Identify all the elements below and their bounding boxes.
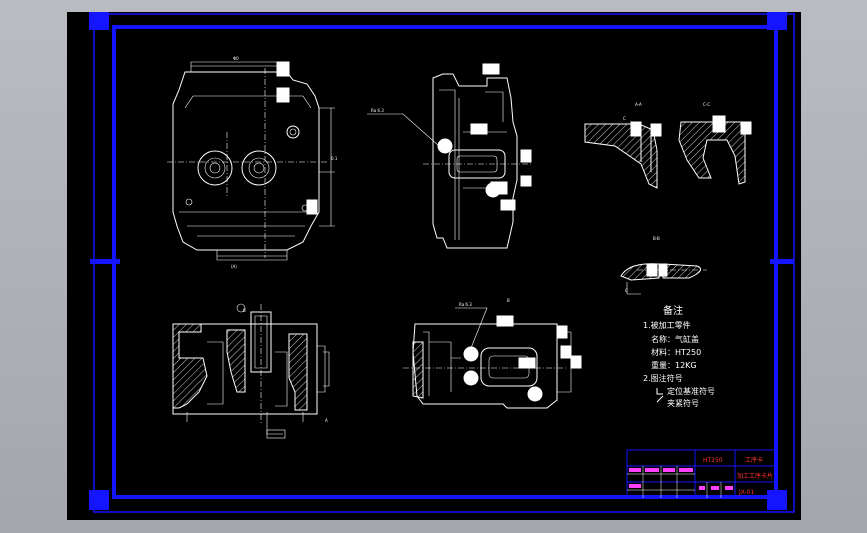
svg-text:Φ0: Φ0	[233, 56, 239, 61]
title-block: HT250 工序卡 加工工序卡片 JX-01	[626, 449, 776, 499]
bottom-section-view: B A	[172, 303, 330, 439]
notes-name: 名称：气缸盖	[651, 334, 699, 344]
center-mark-right	[770, 259, 794, 264]
section-a: A-A C	[584, 102, 662, 189]
svg-text:A: A	[325, 418, 328, 423]
border-frame	[89, 12, 795, 513]
notes-heading: 备注	[663, 304, 683, 317]
notes-weight: 重量：12KG	[651, 360, 697, 370]
bottom-plan-view: Ra 6.3 B	[403, 298, 582, 409]
notes-symbol-clamping: 夹紧符号	[667, 398, 699, 408]
svg-text:(A): (A)	[231, 264, 237, 269]
corner-mark-br	[767, 490, 787, 510]
drawing-sheet: Φ0 0.1 (A) Ra 6.3 A-A C C-C	[67, 12, 801, 520]
section-b: B-B C	[620, 236, 707, 295]
notes-item2: 2.图注符号	[643, 373, 683, 383]
locating-symbol-icon	[656, 388, 663, 395]
clamping-symbol-icon	[656, 395, 664, 403]
svg-text:A-A: A-A	[635, 102, 642, 107]
svg-text:C: C	[625, 288, 628, 293]
locator-pin-5	[527, 386, 543, 402]
svg-text:C-C: C-C	[703, 102, 710, 107]
title-drawing-no: JX-01	[738, 489, 755, 496]
notes-item1: 1.被加工零件	[643, 320, 691, 330]
locator-pin-1	[437, 138, 453, 154]
locator-pin-3	[463, 346, 479, 362]
title-material: HT250	[703, 457, 723, 464]
corner-mark-tr	[767, 12, 787, 30]
notes-block: 备注 1.被加工零件 名称：气缸盖 材料：HT250 重量：12KG 2.图注符…	[643, 304, 715, 408]
corner-mark-tl	[89, 12, 109, 30]
side-view: Ra 6.3	[367, 63, 533, 249]
svg-text:B: B	[243, 308, 246, 313]
bore-left	[197, 150, 233, 186]
center-mark-left	[90, 259, 120, 264]
notes-symbol-locating: 定位基准符号	[667, 386, 715, 396]
svg-text:B: B	[507, 298, 510, 303]
section-c: C-C	[678, 102, 752, 185]
svg-text:0.1: 0.1	[331, 156, 338, 161]
front-view: Φ0 0.1 (A)	[167, 56, 338, 269]
svg-text:C: C	[623, 116, 626, 121]
svg-text:Ra 6.3: Ra 6.3	[371, 108, 384, 113]
svg-text:Ra 6.3: Ra 6.3	[459, 302, 472, 307]
title-line-2: 加工工序卡片	[737, 472, 773, 480]
locator-pin-4	[463, 370, 479, 386]
svg-text:B-B: B-B	[653, 236, 660, 241]
cad-drawing: Φ0 0.1 (A) Ra 6.3 A-A C C-C	[89, 12, 795, 513]
bore-right	[241, 150, 277, 186]
title-line-1: 工序卡	[745, 456, 763, 464]
notes-material: 材料：HT250	[651, 347, 701, 357]
corner-mark-bl	[89, 490, 109, 510]
